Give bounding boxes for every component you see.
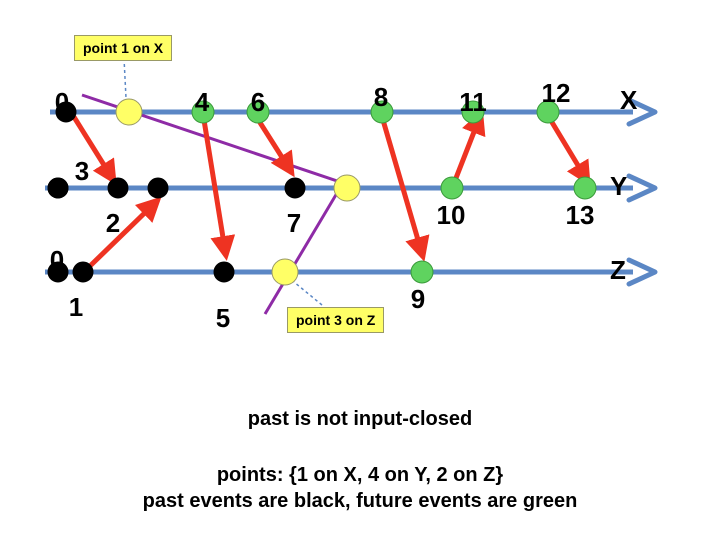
event-y-2-label: 2 <box>106 208 120 238</box>
event-x-4-dot <box>191 100 215 124</box>
event-x-4-label: 4 <box>195 87 210 117</box>
message-arrow-X4-to-Z5 <box>201 119 236 261</box>
event-x-8-dot <box>370 100 394 124</box>
event-z-1-dot <box>72 261 94 283</box>
event-x-6-label: 6 <box>251 87 265 117</box>
timeline-y-label: Y <box>610 171 627 201</box>
cut-line <box>81 93 346 315</box>
point-marker-x <box>115 98 143 126</box>
event-x-12-dot <box>536 100 560 124</box>
event-y-10-dot <box>440 176 464 200</box>
event-x-12-label: 12 <box>542 78 571 108</box>
event-y-10-label: 10 <box>437 200 466 230</box>
timeline-y-arrowhead <box>626 173 658 203</box>
callout-point-3-on-z: point 3 on Z <box>287 307 385 333</box>
event-z-0-dot <box>47 261 69 283</box>
event-y-7-dot <box>284 177 306 199</box>
event-z-0-label: 0 <box>50 245 64 275</box>
event-y-3-label: 3 <box>75 156 89 186</box>
event-x-0-dot <box>55 101 77 123</box>
message-arrow-X12-to-Y13 <box>547 117 591 187</box>
event-y-2-dot <box>107 177 129 199</box>
message-arrow-X0-to-Y3 <box>71 115 117 186</box>
callout-pointer-z <box>293 281 323 306</box>
event-y-0-label: 0 <box>50 174 64 204</box>
timeline-x-arrowhead <box>626 97 658 127</box>
event-y-unlabelled-dot <box>147 177 169 199</box>
event-y-7-label: 7 <box>287 208 301 238</box>
event-x-0-label: 0 <box>55 87 69 117</box>
callout-point-1-on-x: point 1 on X <box>74 35 173 61</box>
event-x-11-label: 11 <box>459 87 487 117</box>
event-z-5-label: 5 <box>216 303 230 333</box>
message-arrow-Z1-to-Y2 <box>88 196 162 268</box>
caption-title: past is not input-closed <box>247 408 473 430</box>
timeline-z-arrowhead <box>626 257 658 287</box>
event-y-13-dot <box>573 176 597 200</box>
event-z-5-dot <box>213 261 235 283</box>
timeline-z-label: Z <box>610 255 626 285</box>
point-marker-z <box>271 258 299 286</box>
caption-points: points: {1 on X, 4 on Y, 2 on Z} <box>216 464 504 486</box>
event-y-13-label: 13 <box>566 200 595 230</box>
message-arrow-Y10-to-X11 <box>453 109 486 179</box>
event-x-6-dot <box>246 100 270 124</box>
event-y-3-dot <box>47 177 69 199</box>
event-x-11-dot <box>461 100 485 124</box>
timeline-x-label: X <box>620 85 638 115</box>
event-x-8-label: 8 <box>374 82 388 112</box>
event-z-9-label: 9 <box>411 284 425 314</box>
message-arrow-X6-to-Y7 <box>256 119 295 178</box>
caption-legend: past events are black, future events are… <box>142 490 578 512</box>
event-z-9-dot <box>410 260 434 284</box>
message-arrow-X8-to-Z9 <box>380 119 430 262</box>
point-marker-y <box>333 174 361 202</box>
callout-pointer-x <box>123 57 127 99</box>
event-z-1-label: 1 <box>69 292 83 322</box>
